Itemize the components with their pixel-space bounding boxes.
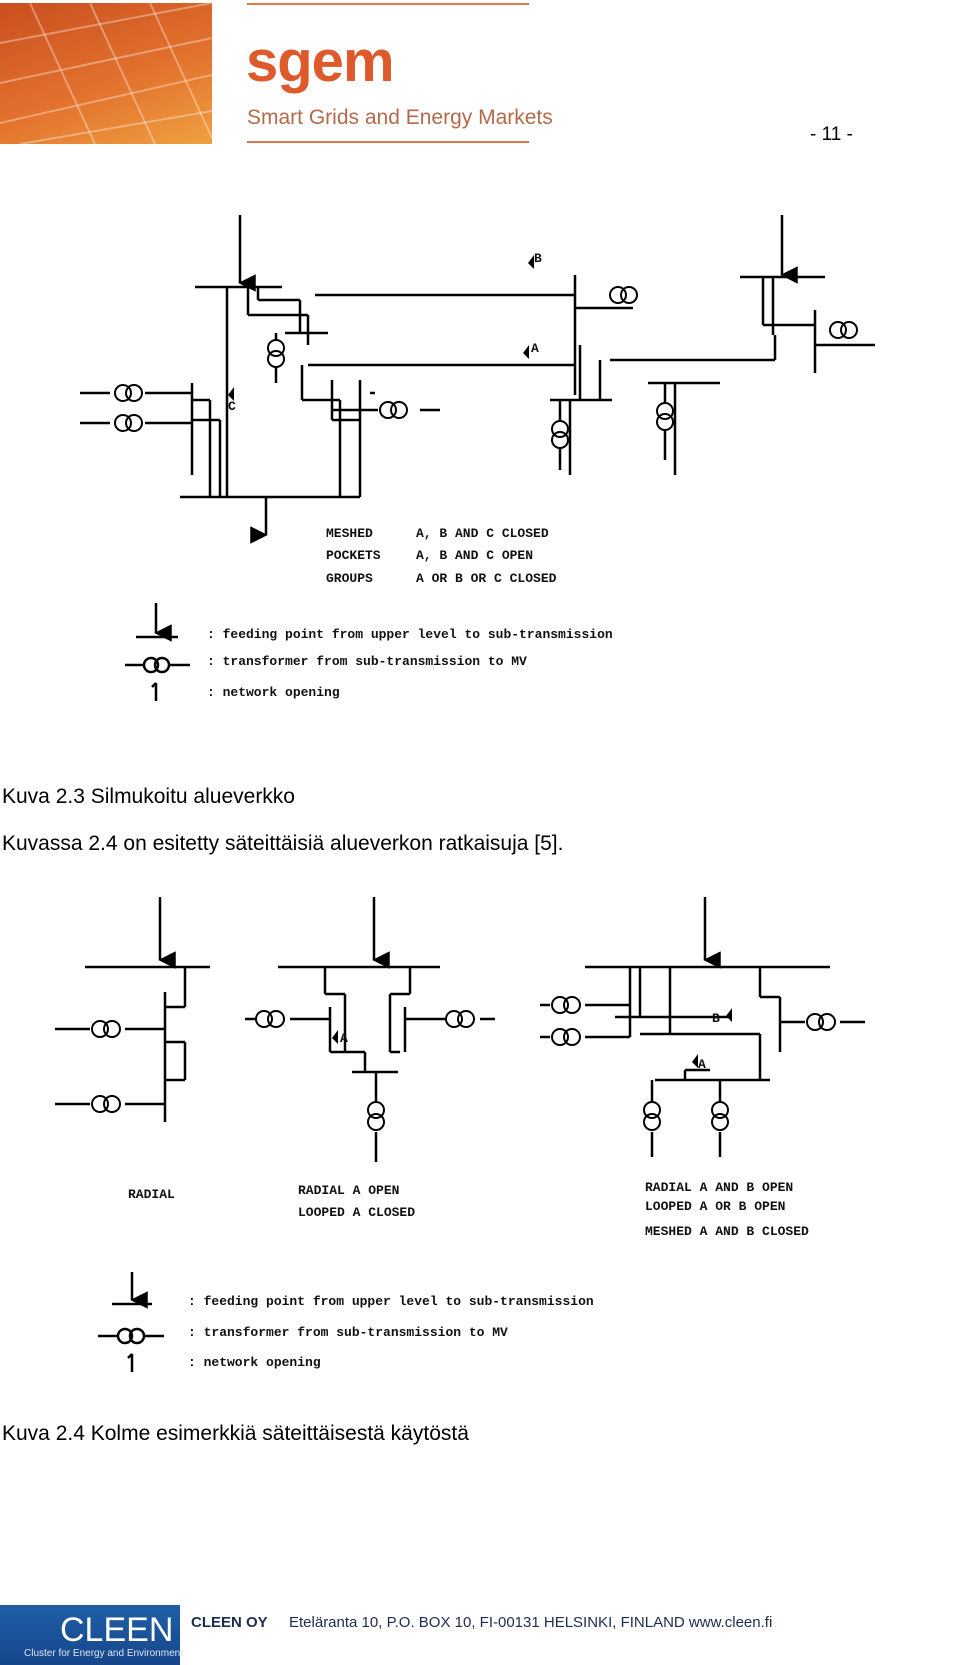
panel-mode-text: RADIAL A OPEN bbox=[298, 1183, 399, 1198]
brand-rule-bottom bbox=[247, 141, 529, 143]
opening-label-a: A bbox=[340, 1031, 348, 1046]
network-opening-icon bbox=[228, 387, 234, 401]
mode-condition: A, B AND C OPEN bbox=[416, 548, 533, 563]
sgem-logo-tile bbox=[0, 3, 212, 144]
panel-mode-text: RADIAL bbox=[128, 1187, 175, 1202]
transformer-icon bbox=[128, 1327, 146, 1345]
cleen-logo-name: CLEEN bbox=[60, 1611, 174, 1649]
panel-mode-text: LOOPED A OR B OPEN bbox=[645, 1199, 785, 1214]
network-opening-icon bbox=[528, 255, 534, 269]
mode-name: GROUPS bbox=[326, 571, 373, 586]
cleen-logo bbox=[0, 1605, 180, 1665]
brand-name: sgem bbox=[246, 29, 395, 94]
network-opening-icon bbox=[127, 1353, 134, 1372]
opening-label-b: B bbox=[534, 251, 542, 266]
legend-text: : transformer from sub-transmission to M… bbox=[207, 654, 527, 669]
brand-rule-top bbox=[247, 3, 529, 5]
mode-condition: A OR B OR C CLOSED bbox=[416, 571, 557, 586]
transformer-icon bbox=[91, 996, 836, 1131]
network-opening-icon bbox=[523, 345, 529, 359]
legend-text: : network opening bbox=[207, 685, 340, 700]
legend-text: : transformer from sub-transmission to M… bbox=[188, 1325, 508, 1340]
figure-meshed-network: B A C MESHED A, B AND C CLOSED POCKETS A… bbox=[70, 205, 960, 750]
mode-name: MESHED bbox=[326, 526, 373, 541]
brand-tagline: Smart Grids and Energy Markets bbox=[247, 106, 553, 129]
footer-company: CLEEN OY bbox=[191, 1614, 268, 1631]
solar-panel-graphic bbox=[0, 3, 212, 144]
legend-text: : feeding point from upper level to sub-… bbox=[188, 1294, 594, 1309]
legend-text: : network opening bbox=[188, 1355, 321, 1370]
opening-label-b: B bbox=[712, 1011, 720, 1026]
figure-radial-networks: A A B RADIAL RADIAL A OPEN LOOPED A CLOS… bbox=[40, 892, 920, 1392]
network-opening-icon bbox=[692, 1054, 698, 1068]
mode-condition: A, B AND C CLOSED bbox=[416, 526, 549, 541]
opening-label-c: C bbox=[228, 399, 236, 414]
page-number: - 11 - bbox=[810, 124, 853, 145]
transformer-icon bbox=[153, 656, 171, 674]
opening-label-a: A bbox=[531, 341, 539, 356]
footer-address: Eteläranta 10, P.O. BOX 10, FI-00131 HEL… bbox=[289, 1614, 773, 1631]
paragraph: Kuvassa 2.4 on esitetty säteittäisiä alu… bbox=[2, 832, 564, 855]
network-opening-icon bbox=[726, 1008, 732, 1022]
network-opening-icon bbox=[151, 682, 158, 701]
network-opening-icon bbox=[332, 1030, 338, 1044]
mode-name: POCKETS bbox=[326, 548, 381, 563]
transformer-icon bbox=[114, 286, 858, 449]
opening-label-a: A bbox=[698, 1057, 706, 1072]
panel-mode-text: LOOPED A CLOSED bbox=[298, 1205, 415, 1220]
panel-mode-text: MESHED A AND B CLOSED bbox=[645, 1224, 809, 1239]
panel-mode-text: RADIAL A AND B OPEN bbox=[645, 1180, 793, 1195]
figure1-caption: Kuva 2.3 Silmukoitu alueverkko bbox=[2, 785, 295, 808]
cleen-logo-subtitle: Cluster for Energy and Environment bbox=[24, 1648, 183, 1659]
figure2-caption: Kuva 2.4 Kolme esimerkkiä säteittäisestä… bbox=[2, 1422, 469, 1445]
legend-text: : feeding point from upper level to sub-… bbox=[207, 627, 613, 642]
